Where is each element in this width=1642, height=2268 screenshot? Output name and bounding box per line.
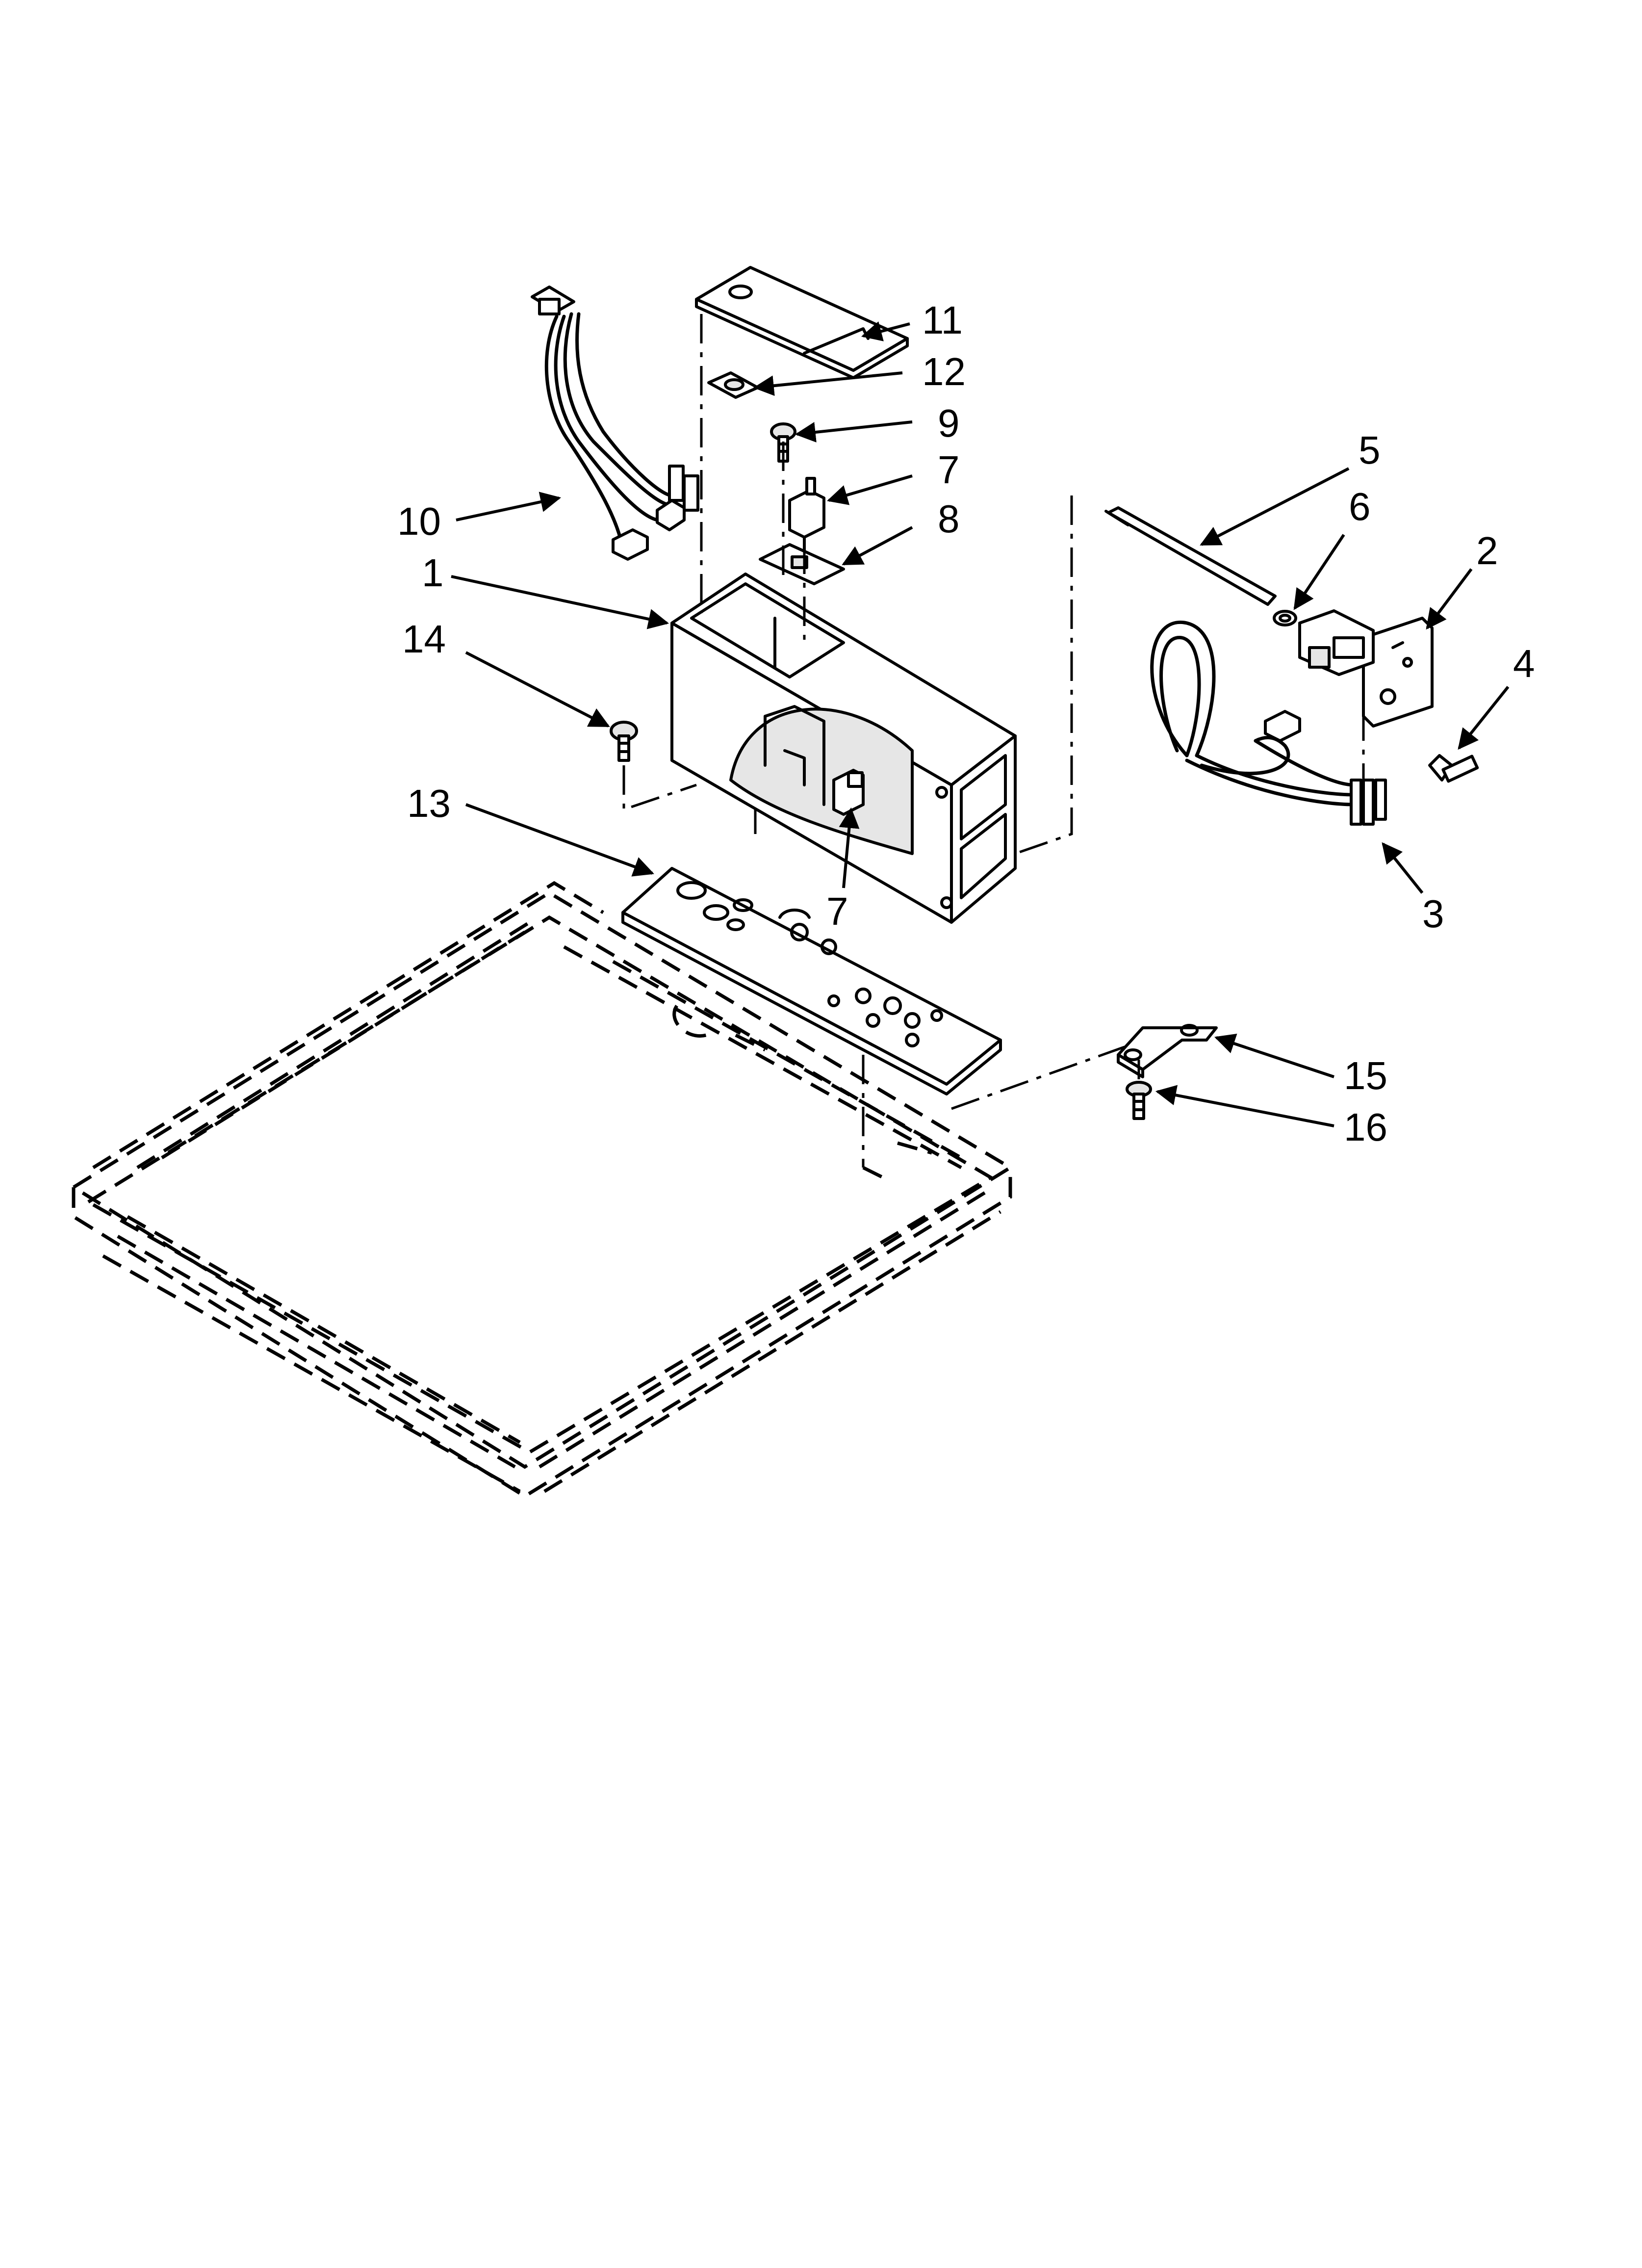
callout-12: 12: [922, 350, 966, 393]
callout-13: 13: [407, 782, 451, 825]
part-11-cover: [695, 266, 909, 379]
part-14-screw: [610, 721, 638, 762]
callout-7-lower: 7: [826, 889, 848, 933]
part-2-lid-switch-assembly: [1298, 609, 1434, 728]
callout-8: 8: [938, 497, 960, 541]
callout-11: 11: [922, 298, 963, 342]
part-6-ring: [1273, 610, 1297, 626]
callout-9: 9: [938, 401, 960, 445]
callout-16: 16: [1344, 1105, 1387, 1149]
callout-14: 14: [402, 617, 446, 661]
callout-4: 4: [1513, 642, 1535, 685]
callout-3: 3: [1422, 892, 1444, 936]
part-10-wire-harness: [531, 286, 699, 561]
callout-5: 5: [1359, 428, 1381, 472]
leader-lines: [451, 321, 1510, 1127]
part-16-screw: [1126, 1081, 1152, 1120]
callout-7: 7: [938, 448, 960, 492]
part-12-clip: [707, 371, 759, 399]
callout-10: 10: [397, 499, 441, 543]
part-8-bracket: [759, 543, 845, 585]
cabinet-top-frame-phantom: [70, 881, 1014, 1499]
part-13-mounting-plate: [621, 867, 1002, 1095]
part-5-rod: [1104, 506, 1277, 606]
callout-1: 1: [422, 551, 444, 595]
callout-labels: 11 12 9 7 8 10 1 14 13 7 5 6 2 4 3 15 16: [397, 298, 1535, 1149]
part-7-switch-lower: [832, 769, 865, 816]
part-1-console-housing: [670, 573, 1017, 924]
callout-6: 6: [1349, 485, 1371, 528]
callout-2: 2: [1476, 529, 1498, 573]
part-15-bracket: [1117, 1024, 1218, 1078]
part-4-screw: [1428, 754, 1479, 783]
assembly-lines: [622, 314, 1365, 1168]
callout-15: 15: [1344, 1054, 1387, 1097]
part-3-wire-harness: [1150, 620, 1387, 826]
part-7-switch-upper: [788, 477, 825, 556]
